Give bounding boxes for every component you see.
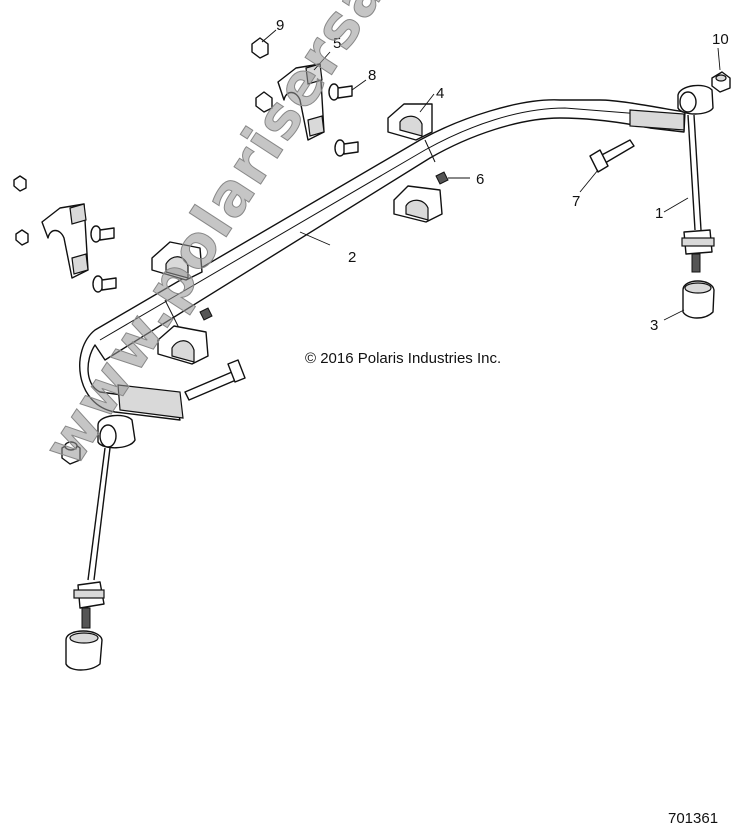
clamp-left <box>41 203 89 279</box>
nut-top <box>251 37 269 59</box>
callout-1: 1 <box>655 205 663 222</box>
stabilizer-bar <box>79 99 686 421</box>
clamp-bolt-upper-2 <box>334 139 359 157</box>
bushing-upper-right <box>387 103 433 141</box>
callout-2: 2 <box>348 249 356 266</box>
callout-6: 6 <box>476 171 484 188</box>
left-link-nut <box>61 441 81 465</box>
right-dust-boot <box>682 280 715 319</box>
nut-mid <box>255 91 273 113</box>
right-nut <box>711 71 731 93</box>
callout-3: 3 <box>650 317 658 334</box>
figure-number: 701361 <box>668 810 719 827</box>
left-end-link <box>65 414 136 671</box>
left-mount-bolt <box>184 359 246 401</box>
right-mount-bolt <box>589 139 635 173</box>
clamp-bolt-upper-1 <box>328 83 353 101</box>
bushing-upper-left <box>151 241 203 281</box>
clamp-bolt-left-2 <box>92 275 117 293</box>
right-end-link <box>677 84 715 273</box>
callout-7: 7 <box>572 193 580 210</box>
clamp-upper <box>277 63 325 141</box>
callout-9: 9 <box>276 17 284 34</box>
clamp-bolt-left-1 <box>90 225 115 243</box>
callout-5: 5 <box>333 35 341 52</box>
leader-lines <box>261 29 721 321</box>
copyright-notice: © 2016 Polaris Industries Inc. <box>305 350 502 367</box>
nut-left-1 <box>13 175 27 192</box>
nut-left-2 <box>15 229 29 246</box>
callout-8: 8 <box>368 67 376 84</box>
grease-fitting-left <box>199 307 213 321</box>
callout-10: 10 <box>712 31 729 48</box>
bushing-lower-right <box>393 185 443 223</box>
callout-4: 4 <box>436 85 444 102</box>
bushing-lower-left <box>157 325 209 365</box>
grease-fitting-right <box>435 171 449 185</box>
